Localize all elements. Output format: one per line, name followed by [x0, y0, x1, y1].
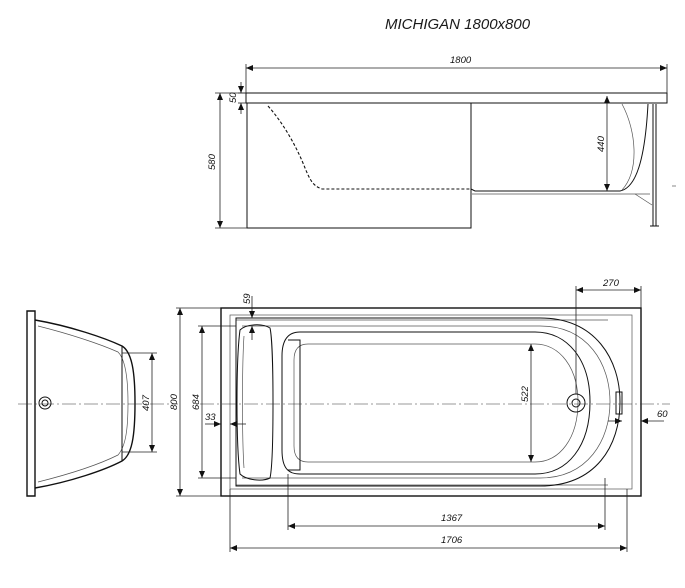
dim-top-bottom-length: 1367 — [441, 513, 463, 524]
dim-side-depth: 440 — [596, 135, 607, 152]
top-basin-floor — [281, 331, 591, 475]
top-overflow-icon — [615, 391, 623, 415]
side-rim — [245, 92, 668, 104]
end-view: 407 — [18, 310, 178, 497]
dim-top-inlet: 33 — [205, 412, 216, 423]
dim-top-overflow: 60 — [657, 409, 668, 420]
dim-top-inner-length: 1706 — [441, 535, 463, 546]
dim-top-inner-width: 684 — [191, 394, 202, 410]
dim-side-height: 580 — [207, 153, 218, 170]
end-flange — [26, 310, 36, 497]
end-drain-icon — [38, 396, 52, 410]
drawing-title: MICHIGAN 1800x800 — [385, 16, 531, 33]
dim-top-outer-width: 800 — [169, 393, 180, 410]
dim-side-length: 1800 — [450, 55, 472, 66]
side-tub-profile — [267, 105, 471, 190]
side-view: 1800 50 580 440 — [207, 55, 676, 229]
side-leg — [652, 104, 657, 226]
top-tub-outline — [235, 317, 621, 487]
end-outline — [34, 319, 136, 489]
dim-top-drain-center: 270 — [602, 278, 620, 289]
top-view: 59 800 684 33 522 270 60 1367 — [169, 278, 670, 552]
side-tub-bottom — [470, 103, 649, 192]
dim-end-width: 407 — [141, 394, 152, 411]
top-headrest — [236, 324, 274, 481]
dim-side-rim: 50 — [228, 92, 239, 103]
side-panel — [246, 103, 472, 229]
top-outer-rim — [220, 307, 642, 497]
dim-top-offset: 59 — [242, 293, 253, 304]
top-drain-icon — [566, 393, 586, 413]
dim-top-bottom-width: 522 — [520, 385, 531, 402]
